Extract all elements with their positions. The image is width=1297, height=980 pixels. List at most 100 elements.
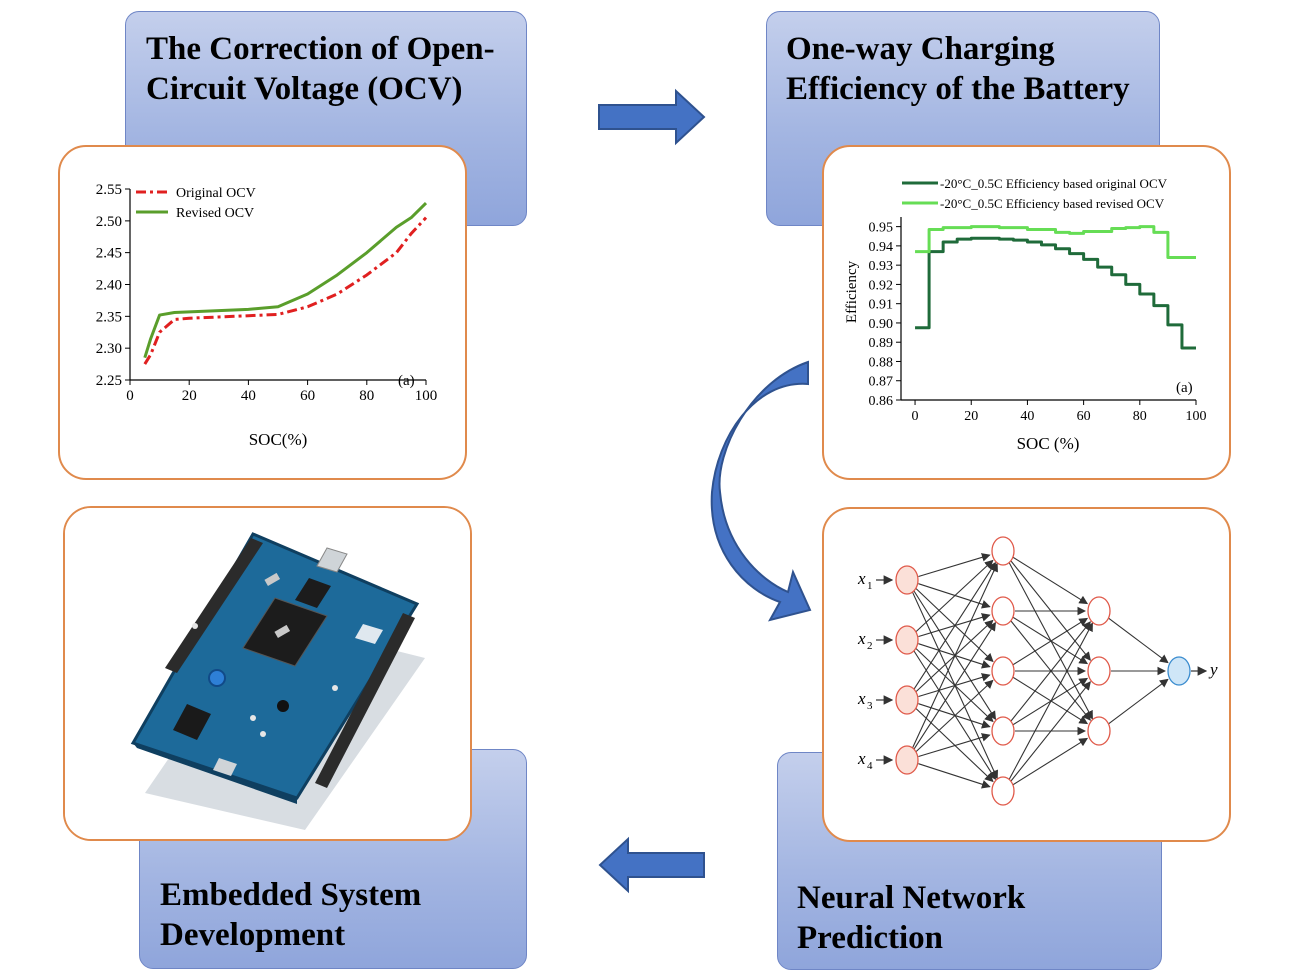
connection-arrow xyxy=(918,643,991,669)
connection-arrow xyxy=(915,587,994,663)
efficiency-chart-card: -20°C_0.5C Efficiency based original OCV… xyxy=(822,145,1231,480)
connection-arrow xyxy=(1108,617,1169,664)
arrow-right-icon xyxy=(598,88,706,146)
ocv-legend: Original OCV Revised OCV xyxy=(136,186,256,221)
layer2-node xyxy=(991,656,1015,686)
layer3-node xyxy=(1087,656,1111,686)
efficiency-panel-tag: (a) xyxy=(1176,380,1193,396)
x-tick-label: 0 xyxy=(912,409,919,424)
connection-arrow xyxy=(1008,622,1093,781)
x-tick-label: 80 xyxy=(1133,409,1147,424)
embedded-title-line2: Development xyxy=(160,917,346,953)
connection-arrow xyxy=(918,673,991,698)
connection-arrow xyxy=(918,553,991,578)
connection-arrow xyxy=(915,647,994,723)
ocv-title-line1: The Correction of Open- xyxy=(146,31,495,67)
y-tick-label: 2.25 xyxy=(96,373,122,389)
x-tick-label: 40 xyxy=(1020,409,1034,424)
layer1-node xyxy=(895,685,919,715)
y-tick-label: 2.50 xyxy=(96,214,122,230)
connection-arrow xyxy=(918,613,991,638)
x-tick-label: 100 xyxy=(1186,409,1207,424)
y-tick-label: 0.90 xyxy=(869,317,894,332)
neural-title: Neural Network Prediction xyxy=(797,878,1025,958)
connection-arrow xyxy=(1012,676,1089,725)
series-line-1 xyxy=(143,216,428,365)
layer1-node xyxy=(895,625,919,655)
ocv-chart: Original OCV Revised OCV (a) SOC(%) 0 20 4… xyxy=(70,173,440,463)
connection-arrow xyxy=(915,679,994,753)
input-label-x2: x xyxy=(857,629,866,648)
input-subscript: 1 xyxy=(867,580,873,592)
y-tick-label: 0.95 xyxy=(869,221,894,236)
connection-arrow xyxy=(1012,556,1089,605)
series-line-2 xyxy=(143,201,428,359)
x-tick-label: 60 xyxy=(300,388,315,404)
ocv-panel-tag: (a) xyxy=(398,373,415,389)
layer3-node xyxy=(1087,596,1111,626)
embedded-title-line1: Embedded System xyxy=(160,877,422,913)
layer2-node xyxy=(991,596,1015,626)
curved-arrow-down-icon xyxy=(710,360,812,622)
output-label-y: y xyxy=(1208,660,1218,679)
neural-title-line1: Neural Network xyxy=(797,880,1026,916)
ocv-x-axis-label: SOC(%) xyxy=(249,430,308,449)
layer1-node xyxy=(895,565,919,595)
x-tick-label: 20 xyxy=(182,388,197,404)
connection-arrow xyxy=(912,589,997,721)
efficiency-legend: -20°C_0.5C Efficiency based original OCV… xyxy=(902,176,1168,211)
x-tick-label: 80 xyxy=(359,388,374,404)
y-tick-label: 0.92 xyxy=(869,278,894,293)
neural-title-line2: Prediction xyxy=(797,920,944,956)
input-label-x1: x xyxy=(857,569,866,588)
y-tick-label: 2.45 xyxy=(96,246,122,262)
y-tick-label: 0.86 xyxy=(869,394,894,409)
arrow-left-icon xyxy=(598,836,705,894)
layer2-node xyxy=(991,716,1015,746)
connection-arrow xyxy=(918,583,991,609)
connection-arrow xyxy=(913,621,997,751)
input-label-x4: x xyxy=(857,749,866,768)
connection-arrow xyxy=(915,707,994,783)
efficiency-title-line2: Efficiency of the Battery xyxy=(786,71,1130,107)
input-subscript: 4 xyxy=(867,760,873,772)
ocv-legend-original: Original OCV xyxy=(176,186,256,201)
embedded-title: Embedded System Development xyxy=(160,875,421,955)
connection-arrow xyxy=(918,763,991,789)
layer1-node xyxy=(895,745,919,775)
embedded-board-card xyxy=(63,506,472,841)
x-tick-label: 100 xyxy=(415,388,438,404)
x-tick-label: 0 xyxy=(126,388,134,404)
x-tick-label: 60 xyxy=(1077,409,1091,424)
ocv-chart-card: Original OCV Revised OCV (a) SOC(%) 0 20 4… xyxy=(58,145,467,480)
input-subscript: 3 xyxy=(867,700,873,712)
y-tick-label: 0.87 xyxy=(869,375,894,390)
connection-arrow xyxy=(1010,560,1091,661)
series-line-2 xyxy=(915,225,1196,259)
layer2-node xyxy=(991,536,1015,566)
connection-arrow xyxy=(1108,678,1169,725)
connection-arrow xyxy=(1010,621,1091,722)
connection-arrow xyxy=(918,733,991,758)
y-tick-label: 2.30 xyxy=(96,341,122,357)
layer4-node xyxy=(1167,656,1191,686)
efficiency-y-axis-label: Efficiency xyxy=(844,260,860,323)
x-tick-label: 40 xyxy=(241,388,256,404)
y-tick-label: 0.88 xyxy=(869,355,894,370)
connection-arrow xyxy=(918,703,991,729)
efficiency-legend-original: -20°C_0.5C Efficiency based original OCV xyxy=(940,176,1168,191)
connection-arrow xyxy=(1010,620,1091,721)
y-tick-label: 2.40 xyxy=(96,278,122,294)
microcontroller-board-icon xyxy=(65,508,470,839)
connection-arrow xyxy=(1012,737,1089,786)
ocv-title-line2: Circuit Voltage (OCV) xyxy=(146,71,463,107)
y-tick-label: 2.35 xyxy=(96,309,122,325)
series-line-1 xyxy=(915,236,1196,350)
y-tick-label: 0.93 xyxy=(869,259,894,274)
efficiency-legend-revised: -20°C_0.5C Efficiency based revised OCV xyxy=(940,196,1165,211)
efficiency-title: One-way Charging Efficiency of the Batte… xyxy=(786,29,1130,109)
ocv-legend-revised: Revised OCV xyxy=(176,206,254,221)
y-tick-label: 0.89 xyxy=(869,336,894,351)
y-tick-label: 2.55 xyxy=(96,182,122,198)
